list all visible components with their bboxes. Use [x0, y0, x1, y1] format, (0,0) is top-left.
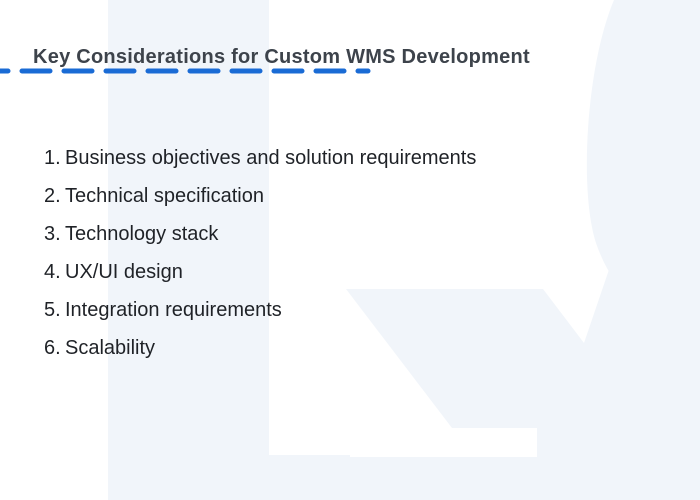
list-item: 3. Technology stack: [44, 215, 476, 253]
list-item-text: Technical specification: [65, 184, 264, 207]
list-item-text: Integration requirements: [65, 298, 282, 321]
list-item-number: 5.: [44, 298, 61, 321]
list-item-text: Business objectives and solution require…: [65, 146, 477, 169]
list-item-text: Scalability: [65, 336, 156, 359]
list-item: 1. Business objectives and solution requ…: [44, 139, 476, 177]
title-underline-dashes: [0, 68, 371, 74]
considerations-list: 1. Business objectives and solution requ…: [44, 139, 476, 367]
list-item-number: 6.: [44, 336, 61, 359]
list-item-number: 1.: [44, 146, 61, 169]
list-item: 6. Scalability: [44, 329, 476, 367]
list-item: 4. UX/UI design: [44, 253, 476, 291]
list-item-text: UX/UI design: [65, 260, 183, 283]
list-item: 5. Integration requirements: [44, 291, 476, 329]
list-item-number: 4.: [44, 260, 61, 283]
list-item-number: 3.: [44, 222, 61, 245]
list-item-text: Technology stack: [65, 222, 219, 245]
watermark-bottom-strip: [269, 455, 350, 500]
watermark-band: [108, 0, 269, 500]
page-title: Key Considerations for Custom WMS Develo…: [33, 46, 530, 69]
watermark-chevron: [346, 252, 700, 500]
list-item-number: 2.: [44, 184, 61, 207]
list-item: 2. Technical specification: [44, 177, 476, 215]
